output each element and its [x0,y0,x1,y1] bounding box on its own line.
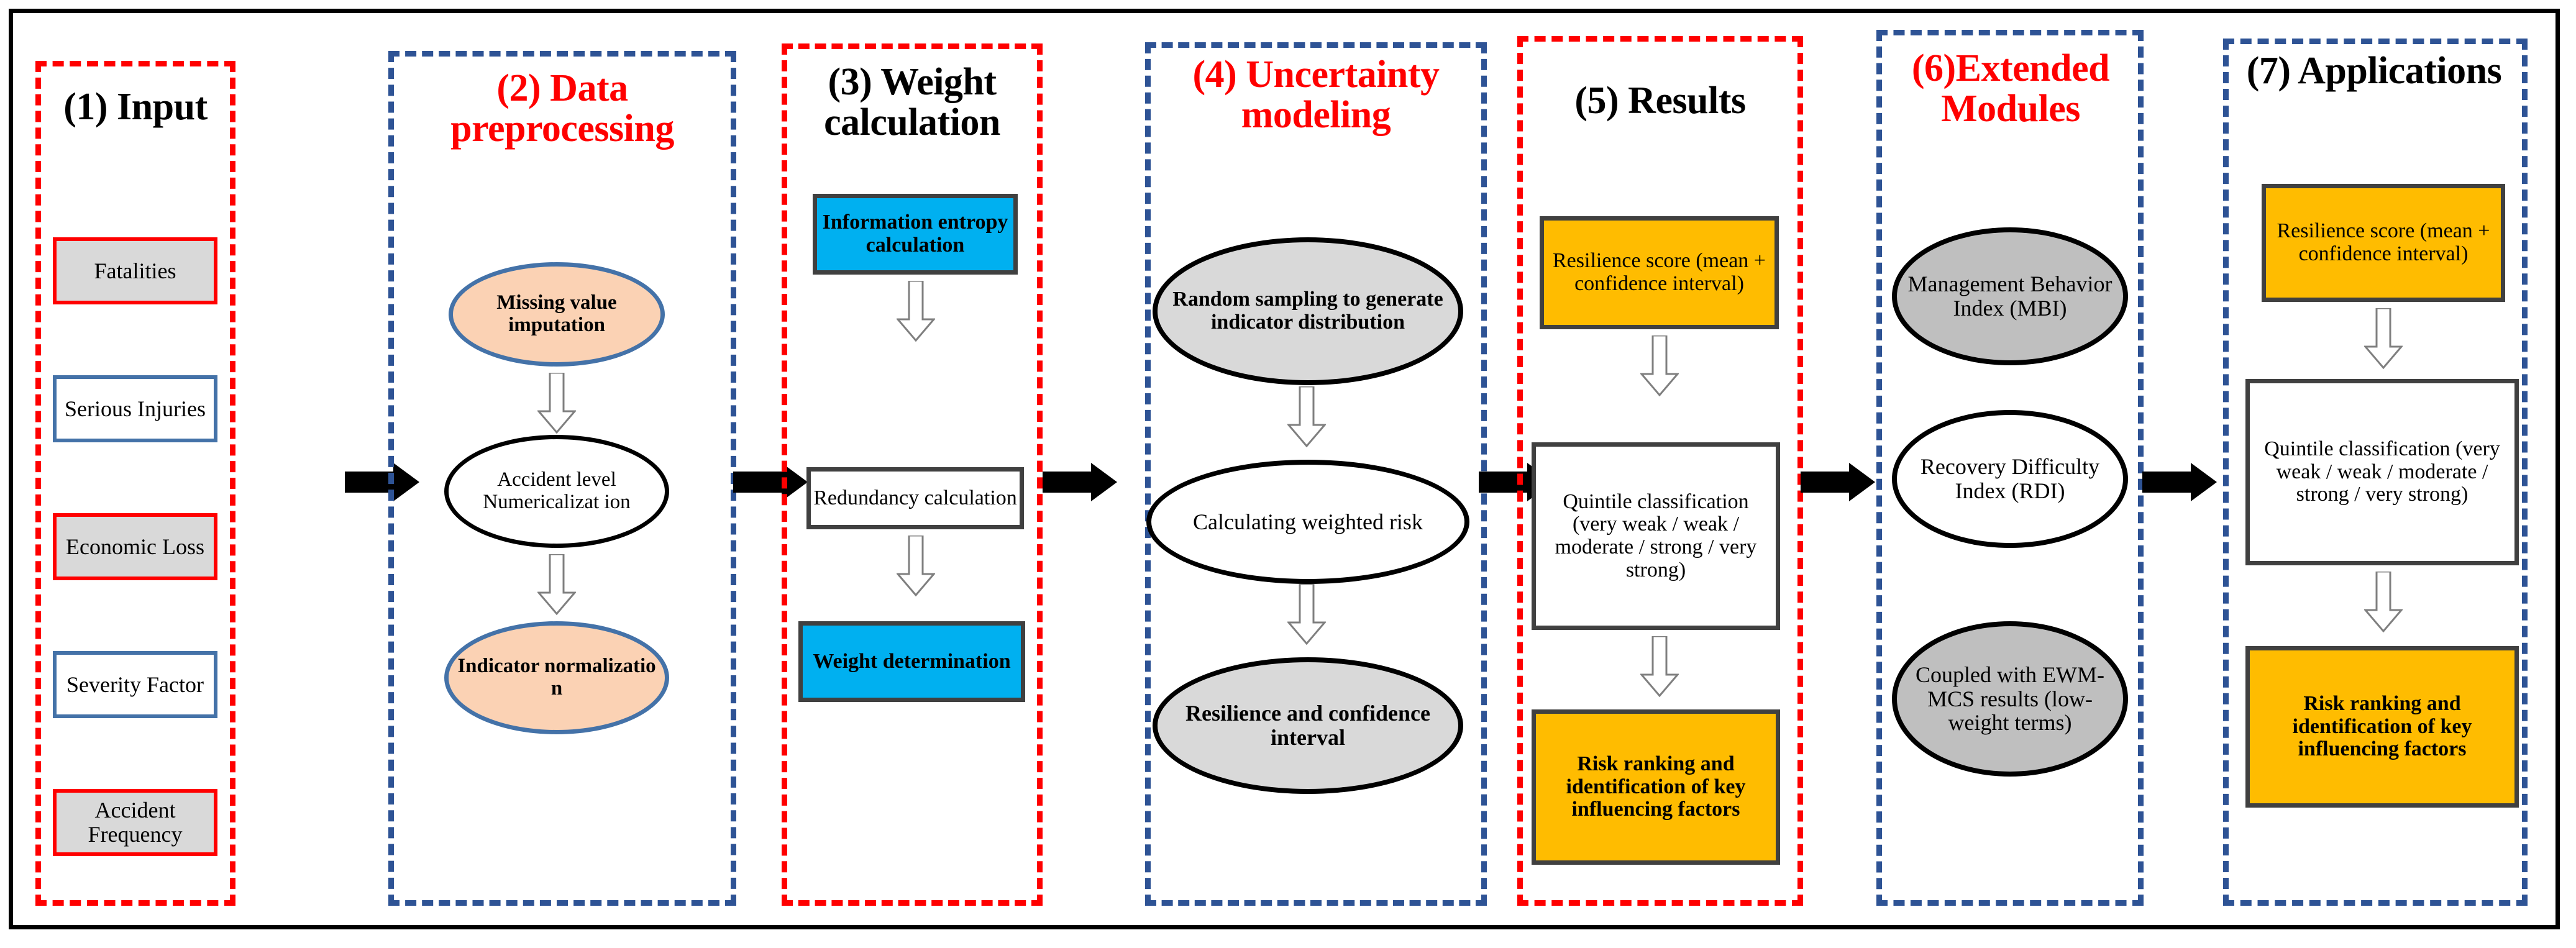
down-arrow-stage5-b [1640,636,1679,697]
node-recovery-difficulty-index: Recovery Difficulty Index (RDI) [1892,410,2128,548]
stage-title-extended-modules: (6)Extended Modules [1911,47,2110,130]
node-label: Accident level Numericalizat ion [483,468,631,513]
outer-frame [9,9,2560,929]
node-serious-injuries: Serious Injuries [53,375,217,442]
connector-arrow-2-to-3 [733,463,808,501]
node-random-sampling: Random sampling to generate indicator di… [1153,237,1463,385]
connector-arrow-5-to-6 [1801,463,1875,501]
down-arrow-stage7-b [2364,572,2403,632]
stage-panel-input [35,61,235,906]
stage-title-input: (1) Input [63,86,208,128]
node-resilience-and-confidence-interval: Resilience and confidence interval [1153,657,1463,794]
node-label: Severity Factor [66,672,204,697]
node-label: Risk ranking and identification of key i… [2292,691,2472,761]
node-results-quintile-classification: Quintile classification (very weak / wea… [1532,442,1780,630]
node-label: Serious Injuries [65,396,206,421]
node-economic-loss: Economic Loss [53,513,217,580]
down-arrow-stage2-a [537,373,576,434]
node-label: Information entropy calculation [822,211,1008,257]
node-accident-frequency: Accident Frequency [53,789,217,856]
node-missing-value-imputation: Missing value imputation [449,262,665,367]
node-coupled-ewm-mcs: Coupled with EWM-MCS results (low-weight… [1892,621,2128,777]
node-redundancy-calculation: Redundancy calculation [806,467,1024,529]
node-label: Indicator normalizatio n [457,655,656,700]
node-label: Recovery Difficulty Index (RDI) [1920,454,2100,503]
down-arrow-stage4-a [1287,386,1326,447]
node-label: Resilience score (mean + confidence inte… [2277,219,2490,265]
node-applications-resilience-score: Resilience score (mean + confidence inte… [2262,184,2505,302]
stage-title-uncertainty-modeling: (4) Uncertainty modeling [1192,53,1440,137]
node-label: Quintile classification (very weak / wea… [2264,437,2500,506]
node-accident-level-numericalization: Accident level Numericalizat ion [444,435,669,548]
down-arrow-stage2-b [537,554,576,615]
stage-panel-applications [2223,39,2528,906]
node-label: Redundancy calculation [813,486,1017,509]
node-label: Risk ranking and identification of key i… [1566,752,1746,821]
node-label: Accident Frequency [88,798,183,847]
node-results-resilience-score: Resilience score (mean + confidence inte… [1540,216,1779,329]
node-label: Resilience score (mean + confidence inte… [1553,249,1766,295]
node-indicator-normalization: Indicator normalizatio n [444,621,669,734]
node-fatalities: Fatalities [53,237,217,304]
node-label: Coupled with EWM-MCS results (low-weight… [1916,662,2104,736]
stage-title-applications: (7) Applications [2246,50,2502,92]
node-applications-risk-ranking: Risk ranking and identification of key i… [2245,646,2519,808]
connector-arrow-3-to-4 [1043,463,1117,501]
node-label: Fatalities [94,258,176,283]
connector-arrow-1-to-2 [345,463,419,501]
stage-panel-weight-calculation [782,43,1043,906]
node-severity-factor: Severity Factor [53,651,217,718]
node-label: Missing value imputation [496,291,617,336]
node-label: Quintile classification (very weak / wea… [1555,490,1757,581]
node-management-behavior-index: Management Behavior Index (MBI) [1892,227,2128,365]
stage-panel-extended-modules [1876,30,2144,906]
node-applications-quintile-classification: Quintile classification (very weak / wea… [2245,379,2519,565]
node-label: Weight determination [813,649,1011,673]
node-label: Random sampling to generate indicator di… [1172,288,1443,334]
stage-title-results: (5) Results [1574,80,1746,122]
node-label: Resilience and confidence interval [1185,701,1430,750]
down-arrow-stage5-a [1640,335,1679,396]
node-weight-determination: Weight determination [798,621,1025,702]
node-calculating-weighted-risk: Calculating weighted risk [1146,460,1469,584]
node-label: Economic Loss [66,534,204,559]
stage-title-weight-calculation: (3) Weight calculation [824,61,1000,144]
connector-arrow-6-to-7 [2142,463,2217,501]
node-information-entropy-calculation: Information entropy calculation [813,194,1018,275]
down-arrow-stage7-a [2364,308,2403,369]
node-results-risk-ranking: Risk ranking and identification of key i… [1532,709,1780,865]
stage-title-data-preprocessing: (2) Data preprocessing [450,67,674,150]
down-arrow-stage3-b [897,536,935,596]
node-label: Management Behavior Index (MBI) [1907,271,2112,321]
stage-panel-results [1517,36,1803,906]
down-arrow-stage4-b [1287,584,1326,645]
down-arrow-stage3-a [897,281,935,342]
node-label: Calculating weighted risk [1193,509,1423,534]
